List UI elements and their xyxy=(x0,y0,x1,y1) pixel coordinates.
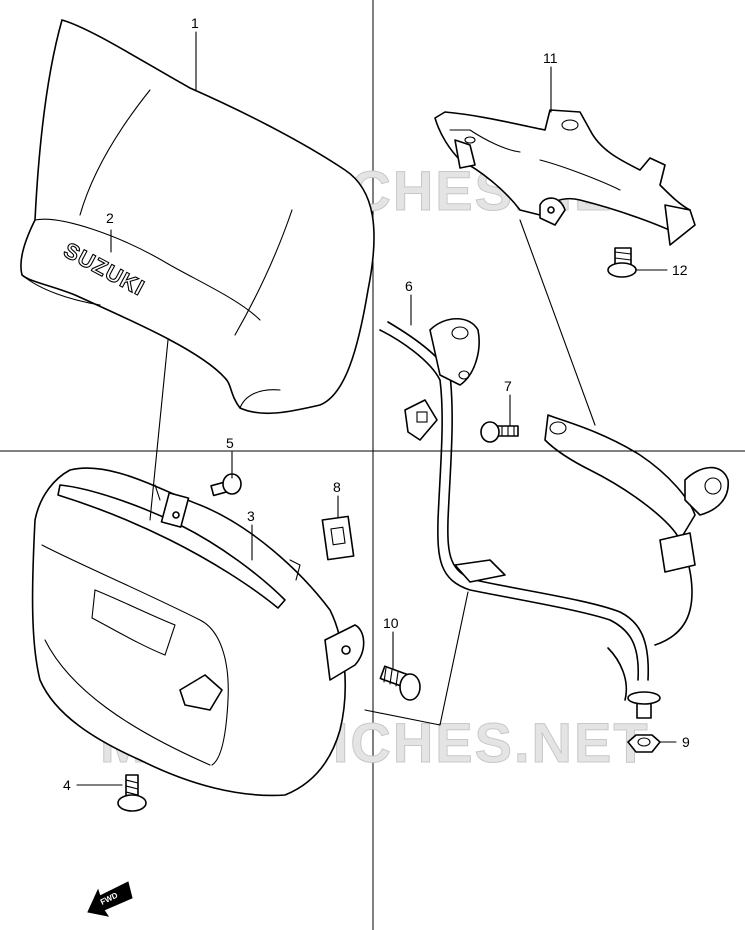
callout-10: 10 xyxy=(383,615,399,631)
callout-6: 6 xyxy=(405,278,413,294)
callout-9: 9 xyxy=(682,734,690,750)
callout-7: 7 xyxy=(504,378,512,394)
part-8-clip-nut xyxy=(321,515,355,561)
fwd-arrow-icon: FWD xyxy=(87,881,133,917)
callout-5: 5 xyxy=(226,435,234,451)
callout-12: 12 xyxy=(672,262,688,278)
assembly-lines xyxy=(149,219,596,726)
part-12-bolt xyxy=(607,247,637,278)
callout-2: 2 xyxy=(106,210,114,226)
part-1-headlight-cowl: SUZUKI xyxy=(20,19,375,415)
callout-1: 1 xyxy=(191,15,199,31)
part-11-bracket xyxy=(434,109,696,246)
callout-11: 11 xyxy=(543,50,558,66)
part-4-screw xyxy=(117,774,147,812)
callout-4: 4 xyxy=(63,777,71,793)
callout-labels: 1 2 3 4 5 6 7 8 9 10 11 12 xyxy=(63,15,690,793)
part-7-bolt xyxy=(480,421,519,443)
part-5-screw xyxy=(210,473,242,497)
callout-8: 8 xyxy=(333,479,341,495)
part-6-stay xyxy=(379,317,729,701)
part-10-bolt xyxy=(379,665,421,701)
leader-lines xyxy=(76,31,677,786)
part-3-headlight-housing xyxy=(31,467,365,797)
callout-3: 3 xyxy=(247,508,255,524)
